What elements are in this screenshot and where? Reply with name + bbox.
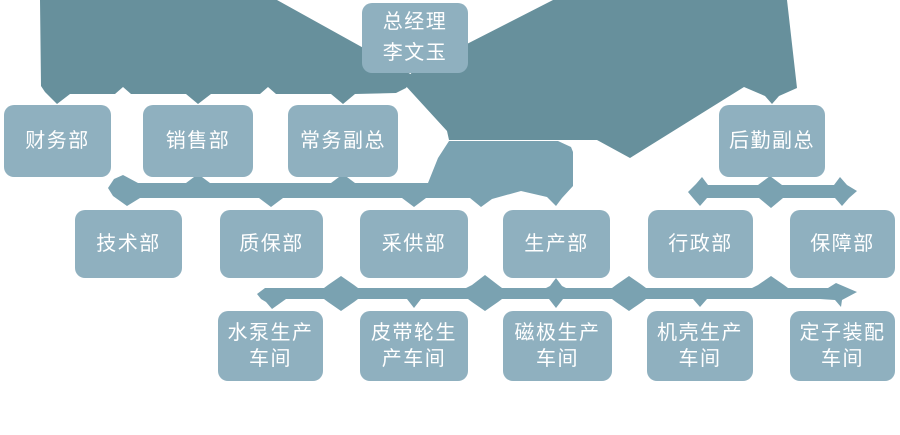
org-node-label: 定子装配车间 (799, 322, 886, 370)
org-node-label: 机壳生产车间 (657, 322, 743, 370)
org-node-sales-dept[interactable]: 销售部 (143, 105, 253, 177)
org-node-label: 行政部 (668, 233, 733, 255)
org-node-label: 后勤副总 (729, 130, 815, 152)
org-node-label: 磁极生产车间 (514, 322, 601, 370)
org-node-stator-assembly-workshop[interactable]: 定子装配车间 (790, 311, 895, 381)
trunk-left-wing-shape (40, 0, 414, 104)
org-node-production-dept[interactable]: 生产部 (503, 210, 610, 278)
level4-connector-band (257, 275, 857, 311)
org-node-person-name: 李文玉 (382, 42, 448, 64)
org-node-technology-dept[interactable]: 技术部 (75, 210, 182, 278)
org-node-label: 质保部 (239, 233, 304, 255)
org-node-quality-assurance-dept[interactable]: 质保部 (220, 210, 323, 278)
org-node-procurement-dept[interactable]: 采供部 (360, 210, 468, 278)
level3-right-connector-band (688, 176, 857, 208)
org-node-label: 常务副总 (300, 130, 386, 152)
org-node-pulley-workshop[interactable]: 皮带轮生产车间 (360, 311, 468, 381)
org-node-casing-workshop[interactable]: 机壳生产车间 (647, 311, 753, 381)
org-node-executive-deputy-gm[interactable]: 常务副总 (288, 105, 398, 177)
org-node-general-manager[interactable]: 总经理 李文玉 (362, 3, 468, 73)
org-node-title: 总经理 (382, 11, 448, 33)
level3-left-connector-band (108, 141, 573, 207)
org-node-pump-workshop[interactable]: 水泵生产车间 (218, 311, 323, 381)
org-node-label: 技术部 (96, 233, 161, 255)
org-node-label: 水泵生产车间 (227, 322, 314, 370)
org-node-label: 财务部 (25, 130, 90, 152)
trunk-right-wing-shape (404, 0, 797, 158)
org-node-logistics-deputy-gm[interactable]: 后勤副总 (719, 105, 825, 177)
org-node-support-dept[interactable]: 保障部 (790, 210, 895, 278)
org-node-label: 皮带轮生产车间 (371, 322, 457, 370)
org-node-finance-dept[interactable]: 财务部 (4, 105, 111, 177)
org-node-label: 保障部 (810, 233, 875, 255)
org-node-label: 生产部 (524, 233, 589, 255)
org-node-magnetic-pole-workshop[interactable]: 磁极生产车间 (503, 311, 612, 381)
org-node-label: 销售部 (165, 130, 231, 152)
org-node-label: 采供部 (381, 233, 447, 255)
org-node-administration-dept[interactable]: 行政部 (648, 210, 753, 278)
